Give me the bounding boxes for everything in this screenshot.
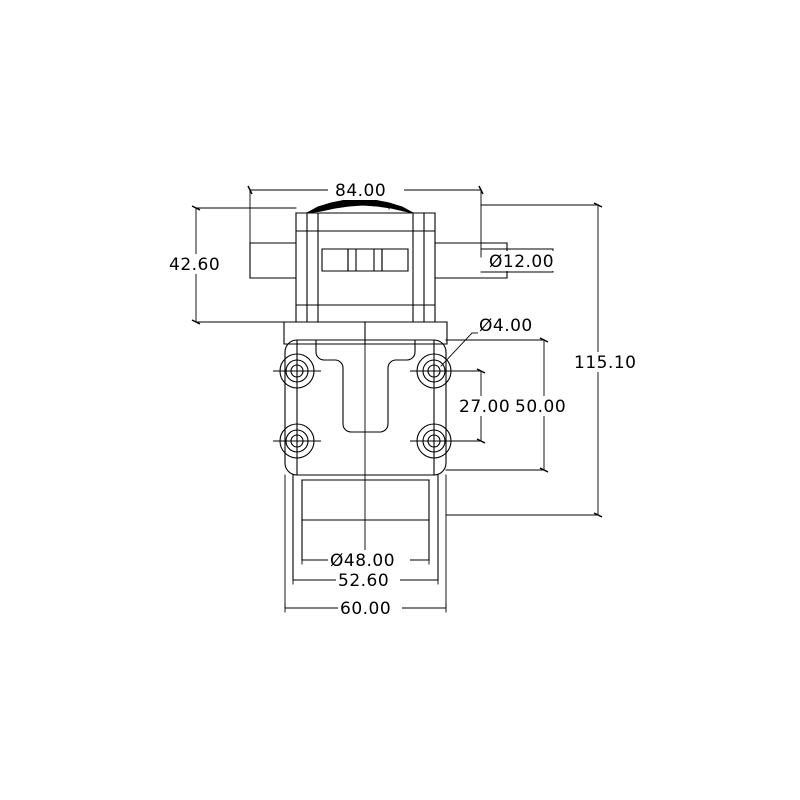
lower-chamber-group	[293, 475, 438, 580]
motor-body-group	[296, 198, 435, 322]
dimension-label-42-60: 42.60	[169, 255, 220, 275]
dimension-label-dia-12: Ø12.00	[489, 252, 554, 272]
dimension-84: 84.00	[247, 180, 484, 258]
dimension-label-dia-4: Ø4.00	[479, 316, 533, 336]
dimension-60: 60.00	[284, 474, 447, 619]
dimension-label-dia-48: Ø48.00	[330, 551, 395, 571]
dimension-label-115-10: 115.10	[574, 353, 636, 373]
bolt-hole-bottom-left	[273, 417, 321, 465]
dimension-label-52-60: 52.60	[338, 571, 389, 591]
dimension-115-10: 115.10	[445, 202, 646, 518]
dimension-27: 27.00	[450, 368, 513, 444]
dimension-label-50: 50.00	[515, 397, 566, 417]
bolt-hole-bottom-right	[410, 417, 458, 465]
dimension-50: 50.00	[445, 337, 573, 473]
bolt-hole-top-right	[410, 347, 458, 395]
dimension-dia-48: Ø48.00	[301, 550, 430, 571]
dimension-label-60: 60.00	[340, 599, 391, 619]
dimension-label-84: 84.00	[335, 181, 386, 201]
mounting-flange-group	[284, 322, 447, 344]
bolt-hole-top-left	[273, 347, 321, 395]
motor-fin-arc	[306, 198, 414, 214]
dimension-42-60: 42.60	[168, 205, 297, 325]
dimension-label-27: 27.00	[459, 397, 510, 417]
dimension-dia-12: Ø12.00	[480, 248, 561, 273]
dimension-dia-4: Ø4.00	[440, 315, 544, 367]
bolt-holes-group	[273, 347, 458, 465]
dimension-52-60: 52.60	[292, 570, 439, 591]
side-ports-group	[250, 243, 507, 278]
